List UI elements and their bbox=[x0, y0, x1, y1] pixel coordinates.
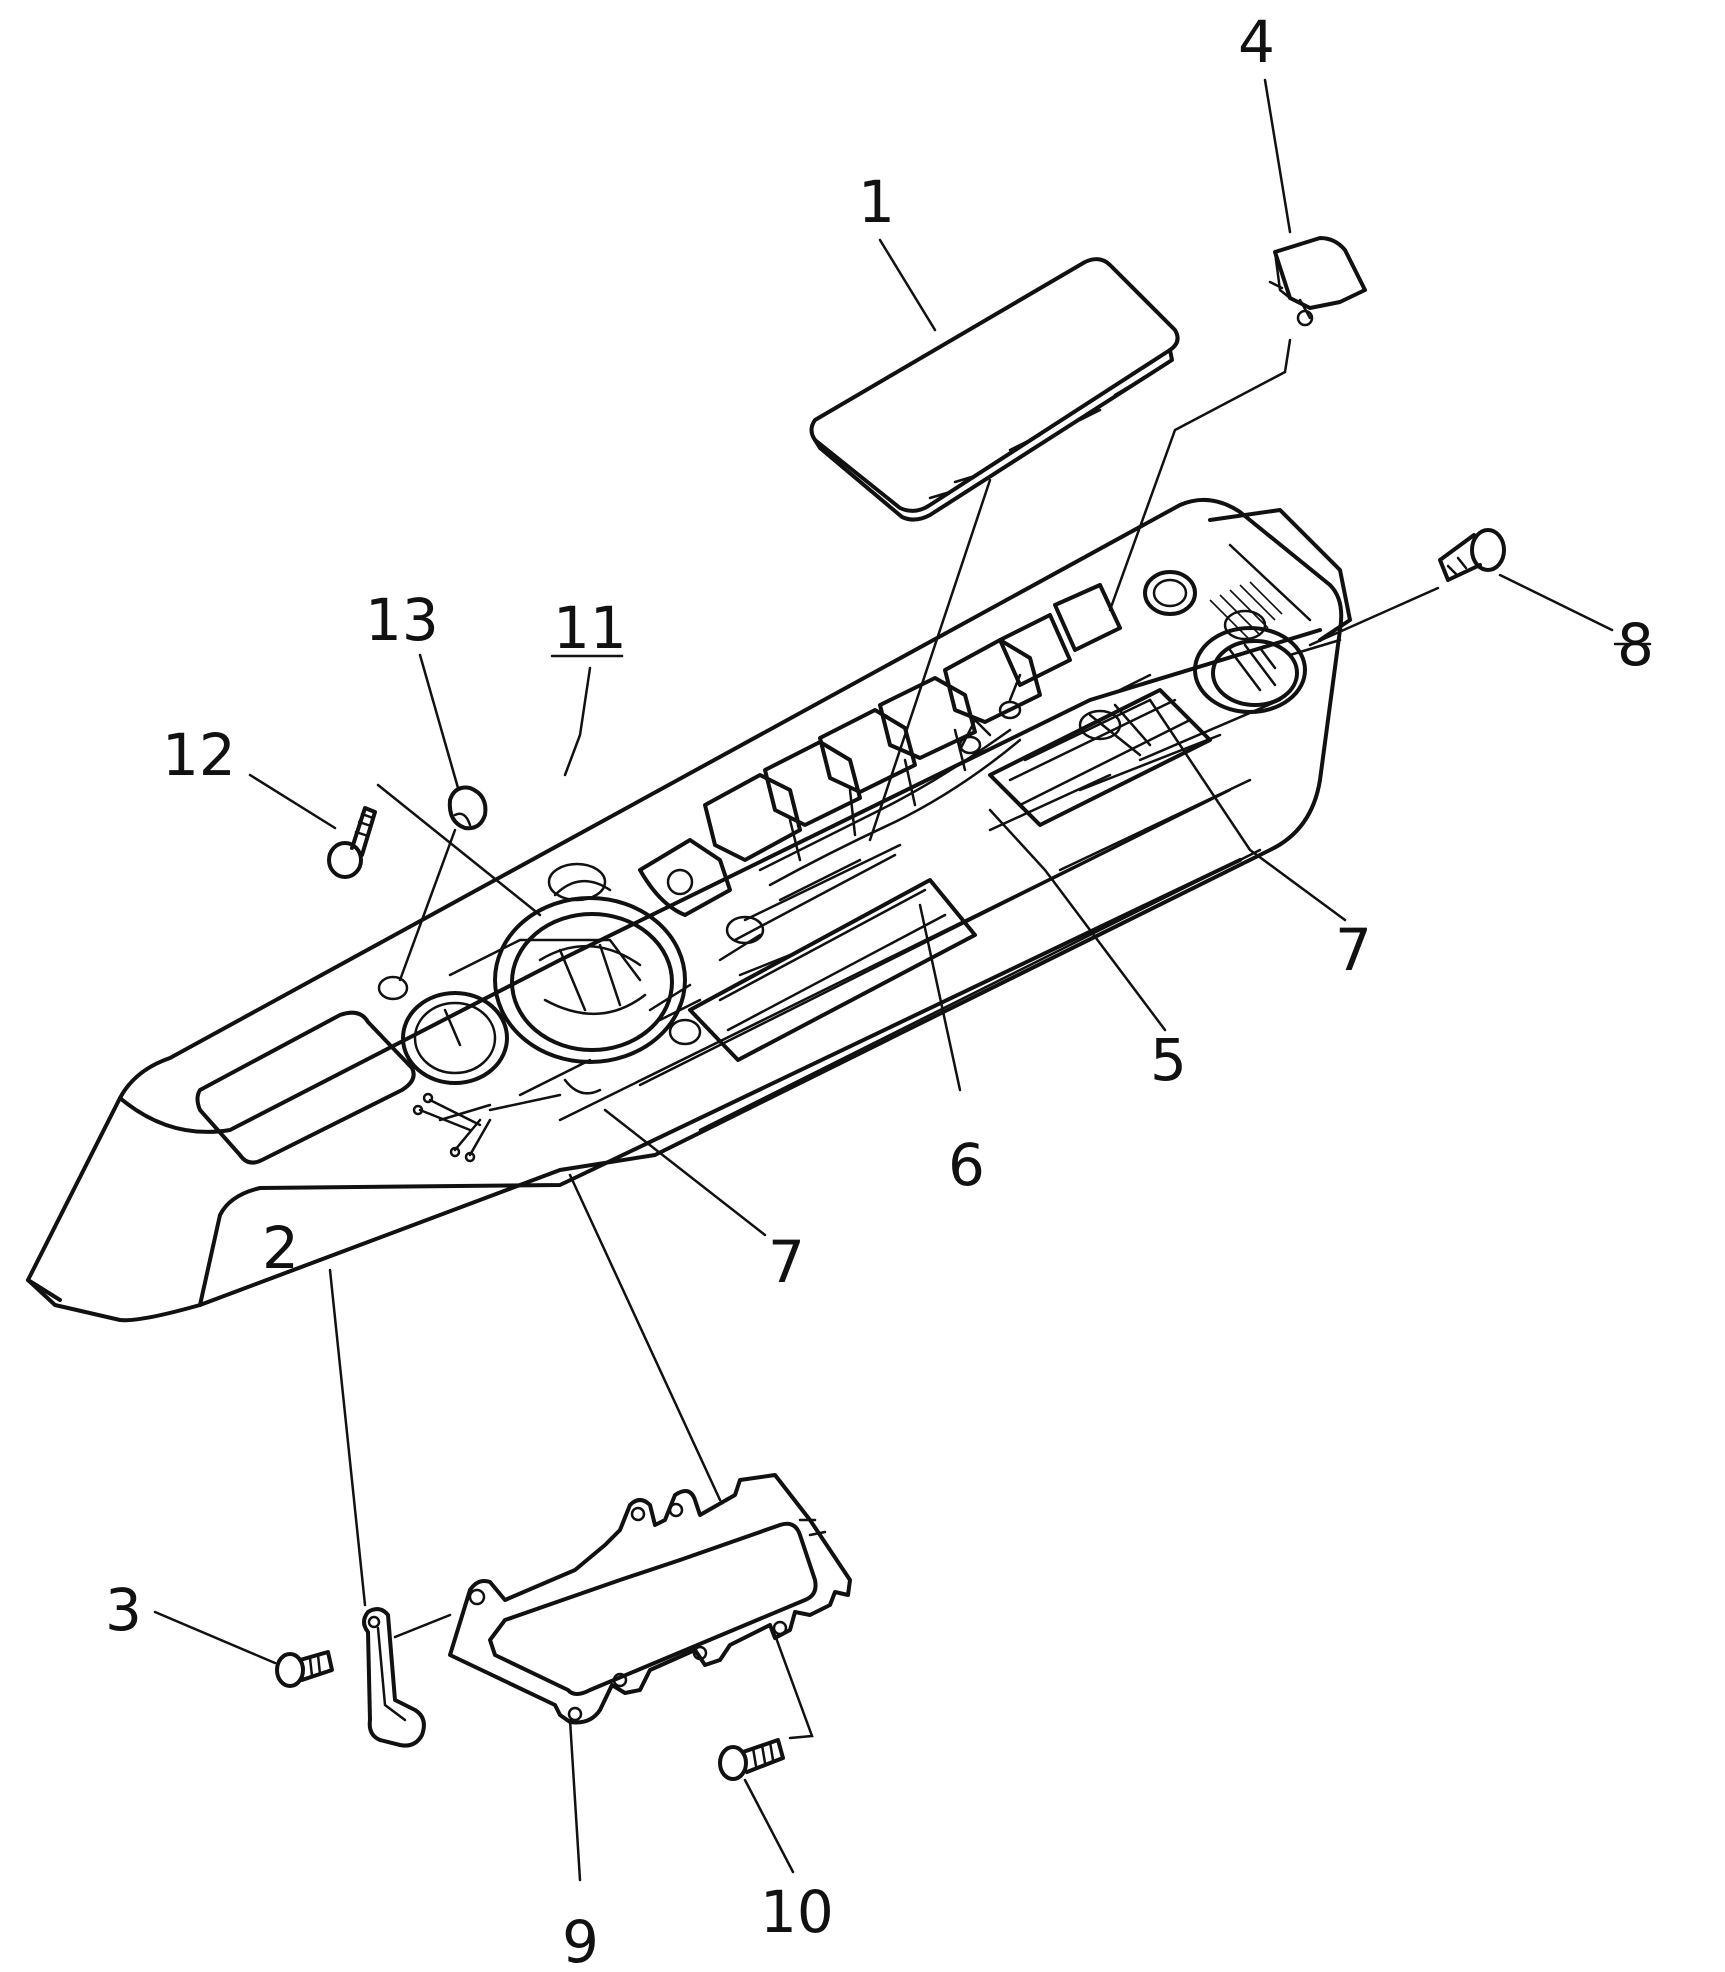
callout-7-right: 7 bbox=[1335, 916, 1372, 984]
callout-3: 3 bbox=[105, 1576, 142, 1644]
callout-12: 12 bbox=[162, 721, 236, 789]
part-9-bracket bbox=[448, 1473, 852, 1725]
part-4-cap bbox=[1268, 236, 1367, 327]
wire-harness bbox=[758, 673, 1152, 887]
part-8-bolt bbox=[1438, 528, 1506, 582]
callout-11: 11 bbox=[553, 594, 627, 662]
switch-block-5 bbox=[988, 688, 1212, 827]
part-10-screw bbox=[718, 1738, 785, 1781]
callout-13: 13 bbox=[365, 586, 439, 654]
callout-4: 4 bbox=[1238, 8, 1275, 76]
label-underlines bbox=[550, 642, 1652, 658]
callout-7-left: 7 bbox=[768, 1228, 805, 1296]
callout-10: 10 bbox=[760, 1878, 834, 1946]
gauge-cluster bbox=[377, 862, 702, 1163]
panel-slots bbox=[638, 570, 1197, 917]
console-body bbox=[26, 497, 1352, 1323]
rear-vent-assembly bbox=[1193, 581, 1342, 714]
part-2-clip bbox=[362, 1607, 426, 1748]
part-13-knob bbox=[447, 785, 488, 831]
part-1-cover-panel bbox=[809, 257, 1180, 522]
switch-block-6 bbox=[688, 843, 977, 1062]
callout-9: 9 bbox=[562, 1908, 599, 1967]
callout-6: 6 bbox=[948, 1131, 985, 1199]
callout-5: 5 bbox=[1150, 1026, 1187, 1094]
callout-1: 1 bbox=[858, 168, 895, 236]
part-3-screw bbox=[275, 1650, 334, 1688]
callout-2: 2 bbox=[262, 1214, 299, 1282]
leader-lines bbox=[153, 78, 1614, 1882]
part-12-screw bbox=[327, 806, 377, 879]
